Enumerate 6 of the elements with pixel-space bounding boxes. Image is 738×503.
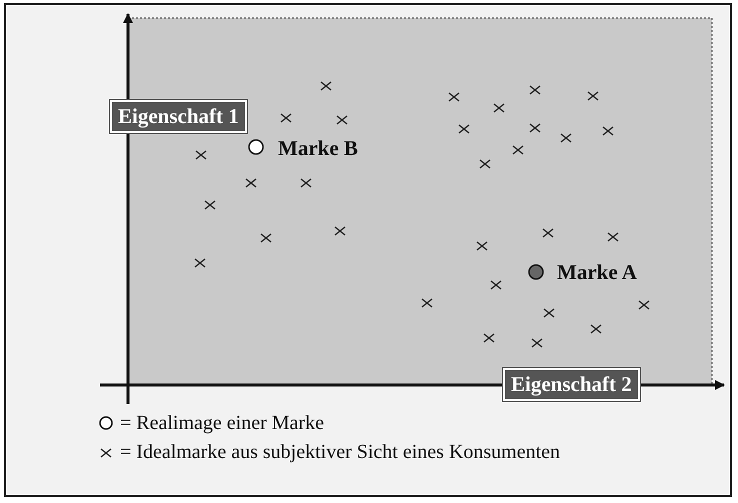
point-label: Marke B bbox=[278, 136, 358, 161]
axis-label: Eigenschaft 2 bbox=[503, 368, 640, 401]
axis-label: Eigenschaft 1 bbox=[110, 100, 247, 133]
legend-text: = Idealmarke aus subjektiver Sicht eines Konsumenten bbox=[120, 441, 560, 464]
legend-text: = Realimage einer Marke bbox=[120, 412, 324, 435]
point-label: Marke A bbox=[557, 260, 637, 285]
